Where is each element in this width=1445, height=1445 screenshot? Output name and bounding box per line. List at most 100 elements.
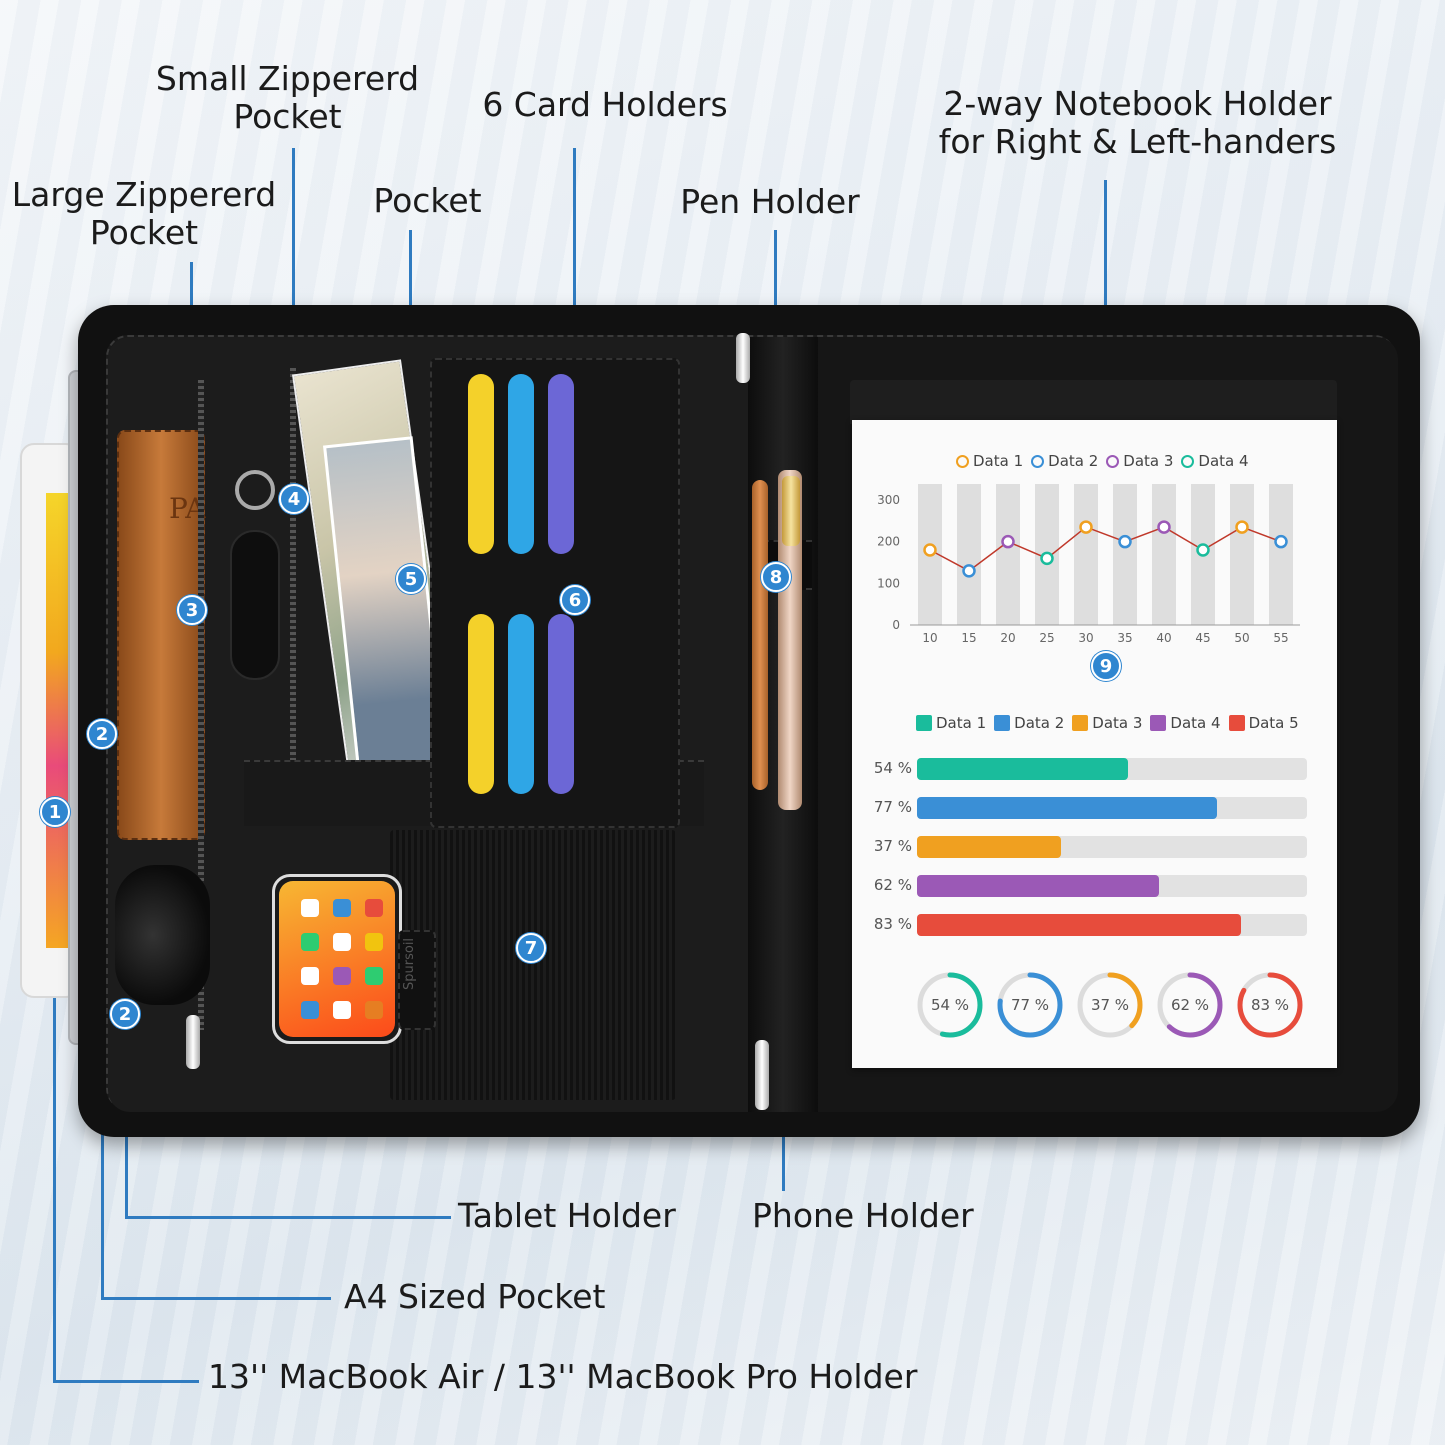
legend-item: Data 4 xyxy=(1150,714,1221,732)
x-tick-label: 20 xyxy=(1000,631,1015,645)
donut-label: 83 % xyxy=(1251,996,1289,1014)
phone-app-icon xyxy=(333,967,351,985)
column-band xyxy=(996,484,1020,625)
badge-5: 5 xyxy=(396,564,426,594)
label-phone-holder: Phone Holder xyxy=(752,1196,974,1235)
donut-label: 54 % xyxy=(931,996,969,1014)
legend-item: Data 2 xyxy=(1031,452,1098,470)
legend-marker xyxy=(994,715,1011,731)
column-band xyxy=(1269,484,1293,625)
card-holder-panel xyxy=(430,358,680,828)
legend-label: Data 2 xyxy=(1014,714,1065,732)
bar xyxy=(917,758,1128,780)
legend-marker xyxy=(956,454,969,468)
badge-3: 3 xyxy=(177,595,207,625)
donut-label: 62 % xyxy=(1171,996,1209,1014)
phone-app-icon xyxy=(333,899,351,917)
column-band xyxy=(957,484,981,625)
legend-item: Data 1 xyxy=(916,714,986,732)
x-tick-label: 25 xyxy=(1039,631,1054,645)
phone-app-icon xyxy=(333,933,351,951)
phone-case-tag: Spursoil xyxy=(398,930,436,1030)
legend-item: Data 2 xyxy=(994,714,1064,732)
bar xyxy=(917,797,1218,819)
leader-line-tablet-h xyxy=(125,1216,451,1219)
column-band xyxy=(1152,484,1176,625)
legend-marker xyxy=(1181,454,1195,468)
phone-app-icon xyxy=(365,1001,383,1019)
x-tick-label: 30 xyxy=(1078,631,1093,645)
label-card-holders: 6 Card Holders xyxy=(482,85,728,124)
donut-label: 77 % xyxy=(1011,996,1049,1014)
y-tick-label: 300 xyxy=(877,493,900,507)
bar-chart-legend: Data 1 Data 2 Data 3 Data 4 Data 5 xyxy=(916,714,1307,732)
zipper-pull-top xyxy=(736,333,750,383)
badge-2-a4: 2 xyxy=(87,719,117,749)
data-point xyxy=(1040,551,1054,566)
x-tick-label: 50 xyxy=(1234,631,1249,645)
column-band xyxy=(1074,484,1098,625)
card-slot xyxy=(508,374,534,554)
bar-label: 37 % xyxy=(873,837,912,855)
bar xyxy=(917,875,1159,897)
legend-item: Data 4 xyxy=(1181,452,1249,470)
pen-clip xyxy=(782,476,800,546)
phone-screen xyxy=(279,881,395,1037)
bar-track xyxy=(917,875,1307,897)
y-tick-label: 200 xyxy=(877,535,900,549)
badge-9: 9 xyxy=(1091,651,1121,681)
donut-arc xyxy=(1077,972,1143,1038)
bar-label: 54 % xyxy=(873,759,912,777)
phone-elastic xyxy=(390,830,676,1100)
line-chart-legend: Data 1 Data 2 Data 3 Data 4 xyxy=(956,452,1257,470)
phone-app-icon xyxy=(365,967,383,985)
data-point xyxy=(1079,520,1093,534)
data-point xyxy=(1157,520,1171,534)
legend-label: Data 2 xyxy=(1048,452,1099,470)
pen-case: PA xyxy=(117,430,206,840)
badge-6: 6 xyxy=(560,585,590,615)
phone-app-icon xyxy=(333,1001,351,1019)
legend-marker xyxy=(1150,715,1167,731)
badge-2-tablet: 2 xyxy=(110,999,140,1029)
legend-marker xyxy=(1031,454,1045,468)
bar-track xyxy=(917,758,1307,780)
column-band xyxy=(1113,484,1137,625)
bar-track xyxy=(917,797,1307,819)
card-slot xyxy=(468,614,494,794)
legend-label: Data 3 xyxy=(1123,452,1174,470)
legend-item: Data 3 xyxy=(1072,714,1142,732)
phone-app-icon xyxy=(301,933,319,951)
phone-app-icon xyxy=(301,1001,319,1019)
badge-7: 7 xyxy=(516,933,546,963)
sunglasses xyxy=(115,865,210,1005)
x-tick-label: 45 xyxy=(1195,631,1210,645)
x-tick-label: 55 xyxy=(1273,631,1288,645)
y-tick-label: 100 xyxy=(877,576,900,590)
leader-line-a4-h xyxy=(101,1297,331,1300)
bar-label: 83 % xyxy=(873,915,912,933)
legend-marker xyxy=(1228,715,1245,731)
legend-item: Data 1 xyxy=(956,452,1023,470)
donut-label: 37 % xyxy=(1091,996,1129,1014)
column-band xyxy=(1230,484,1254,625)
data-point xyxy=(1274,534,1288,549)
leader-line-mac-v xyxy=(53,828,56,1382)
card-slot xyxy=(548,614,574,794)
badge-8: 8 xyxy=(761,562,791,592)
zipper-pull-bottom xyxy=(755,1040,769,1110)
legend-label: Data 1 xyxy=(973,452,1024,470)
bar-track xyxy=(917,836,1307,858)
label-pen-holder: Pen Holder xyxy=(680,182,860,221)
label-a4-pocket: A4 Sized Pocket xyxy=(344,1277,606,1316)
y-tick-label: 0 xyxy=(892,618,900,632)
keys xyxy=(230,470,290,680)
phone-app-icon xyxy=(301,899,319,917)
legend-item: Data 5 xyxy=(1228,714,1299,732)
x-tick-label: 40 xyxy=(1156,631,1171,645)
large-zipper xyxy=(198,380,204,1030)
donut-arc xyxy=(1237,972,1303,1038)
legend-label: Data 4 xyxy=(1170,714,1221,732)
